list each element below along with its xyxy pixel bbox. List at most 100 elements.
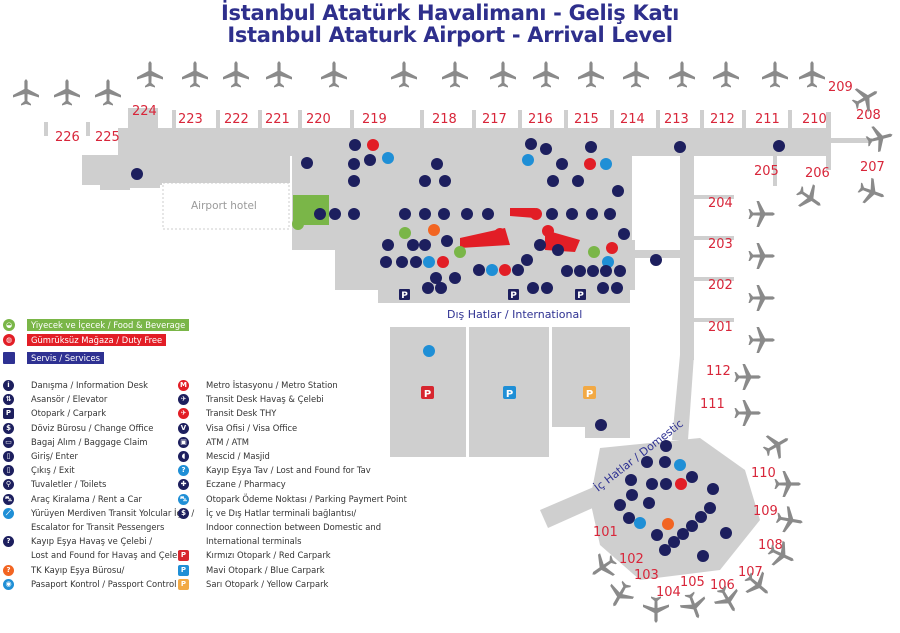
baggage-claim-icon xyxy=(686,520,698,532)
toilets-icon: ⚲ xyxy=(3,479,14,491)
legend-item-lost-found-tav: ?Kayıp Eşya Tav / Lost and Found for Tav xyxy=(178,465,371,477)
elevator-icon xyxy=(541,282,553,294)
aircraft-icon xyxy=(442,61,468,88)
aircraft-icon xyxy=(578,61,604,88)
toilets-icon xyxy=(707,483,719,495)
legend-item-tk-lost-found: ?TK Kayıp Eşya Bürosu/ xyxy=(3,564,124,576)
gate-101: 101 xyxy=(593,525,618,540)
gate-103: 103 xyxy=(634,568,659,583)
aircraft-icon xyxy=(748,201,775,227)
legend-item-rent-a-car: ⛍Araç Kiralama / Rent a Car xyxy=(3,493,142,505)
gate-207: 207 xyxy=(860,160,885,175)
gate-220: 220 xyxy=(306,112,331,127)
gate-216: 216 xyxy=(528,112,553,127)
legend-item-label-continued: Escalator for Transit Pessengers xyxy=(31,522,165,532)
legend-item-label-continued: Indoor connection between Domestic and xyxy=(206,522,382,532)
legend-item-label: Sarı Otopark / Yellow Carpark xyxy=(206,578,329,589)
tk-lost-found-icon: ? xyxy=(3,564,14,576)
legend-item-label: Yürüyen Merdiven Transit Yolcular İçin / xyxy=(31,507,195,518)
gate-108: 108 xyxy=(758,538,783,553)
baggage-claim-icon xyxy=(586,208,598,220)
metro-icon xyxy=(499,264,511,276)
gate-223: 223 xyxy=(178,112,203,127)
gate-213: 213 xyxy=(664,112,689,127)
carpark-blocks xyxy=(390,327,630,457)
elevator-icon: ⇅ xyxy=(3,394,14,406)
gate-208: 208 xyxy=(856,108,881,123)
legend-item-transit-desk-thy: ✈Transit Desk THY xyxy=(178,408,276,420)
transit-desk-havas-icon xyxy=(585,141,597,153)
baggage-claim-icon xyxy=(604,208,616,220)
lost-found-tav-icon xyxy=(634,517,646,529)
baggage-claim-icon xyxy=(482,208,494,220)
exit-icon xyxy=(614,265,626,277)
rent-a-car-icon: ⛍ xyxy=(3,493,14,505)
gate-215: 215 xyxy=(574,112,599,127)
toilets-icon xyxy=(720,527,732,539)
baggage-claim-icon xyxy=(461,208,473,220)
legend-item-baggage-claim: ▭Bagaj Alım / Baggage Claim xyxy=(3,436,148,448)
baggage-claim-icon xyxy=(329,208,341,220)
toilets-icon xyxy=(527,282,539,294)
gate-212: 212 xyxy=(710,112,735,127)
elevator-icon xyxy=(407,239,419,251)
blue-carpark-icon: P xyxy=(178,564,189,576)
change-office-icon xyxy=(600,265,612,277)
aircraft-icon xyxy=(669,61,695,88)
legend-item-label: ATM / ATM xyxy=(206,436,249,447)
gate-224: 224 xyxy=(132,104,157,119)
gate-218: 218 xyxy=(432,112,457,127)
elevator-icon xyxy=(435,282,447,294)
aircraft-icon xyxy=(95,79,121,106)
legend-item-enter: ▯Giriş/ Enter xyxy=(3,451,78,462)
toilets-icon xyxy=(597,282,609,294)
aircraft-icon xyxy=(748,327,775,353)
gate-219: 219 xyxy=(362,112,387,127)
legend-services: Servis / Services xyxy=(3,352,105,364)
toilets-icon xyxy=(773,140,785,152)
legend-item-change-office: $Döviz Bürosu / Change Office xyxy=(3,422,153,434)
gate-206: 206 xyxy=(805,166,830,181)
aircraft-icon xyxy=(391,61,417,88)
food-icon xyxy=(454,246,466,258)
yellow-carpark-sign: P xyxy=(583,386,596,400)
atm-icon xyxy=(643,497,655,509)
aircraft-icon xyxy=(734,400,761,426)
aircraft-icon xyxy=(602,576,639,613)
svg-text:P: P xyxy=(401,291,408,301)
gate-102: 102 xyxy=(619,552,644,567)
aircraft-icon xyxy=(748,285,775,311)
svg-text:P: P xyxy=(577,291,584,301)
aircraft-icon xyxy=(623,61,649,88)
map-title-turkish: İstanbul Atatürk Havalimanı - Geliş Katı xyxy=(221,1,679,25)
legend-item-terminal-connection: $İç ve Dış Hatlar terminali bağlantısı/ xyxy=(178,507,356,519)
transit-desk-thy-icon xyxy=(584,158,596,170)
gate-110: 110 xyxy=(751,466,776,481)
aircraft-icon xyxy=(854,175,889,209)
metro-icon xyxy=(437,256,449,268)
pharmacy-icon xyxy=(410,256,422,268)
legend-item-toilets: ⚲Tuvaletler / Toilets xyxy=(3,479,106,491)
legend-duty-free: ◍ Gümrüksüz Mağaza / Duty Free xyxy=(3,334,167,346)
gate-210: 210 xyxy=(802,112,827,127)
transit-desk-thy-icon: ✈ xyxy=(178,408,189,420)
legend-item-exit: ▯Çıkış / Exit xyxy=(3,465,75,477)
legend-item-masjid: ◖Mescid / Masjid xyxy=(178,451,270,462)
change-office-icon xyxy=(439,175,451,187)
aircraft-icon xyxy=(677,588,711,623)
legend-item-label: Otopark / Carpark xyxy=(31,408,107,419)
svg-text:P: P xyxy=(586,389,593,400)
metro-icon xyxy=(606,242,618,254)
metro-icon xyxy=(675,478,687,490)
service-icons xyxy=(131,138,785,562)
aircraft-icon xyxy=(713,61,739,88)
gate-104: 104 xyxy=(656,585,681,600)
toilets-icon xyxy=(697,550,709,562)
svg-text:P: P xyxy=(506,389,513,400)
legend-item-label: Giriş/ Enter xyxy=(31,451,78,461)
legend-item-transit-desk-havas: ✈Transit Desk Havaş & Çelebi xyxy=(178,394,324,406)
gate-205: 205 xyxy=(754,164,779,179)
gate-105: 105 xyxy=(680,575,705,590)
legend-item-label-continued: Lost and Found for Havaş and Çelebi xyxy=(31,550,185,561)
